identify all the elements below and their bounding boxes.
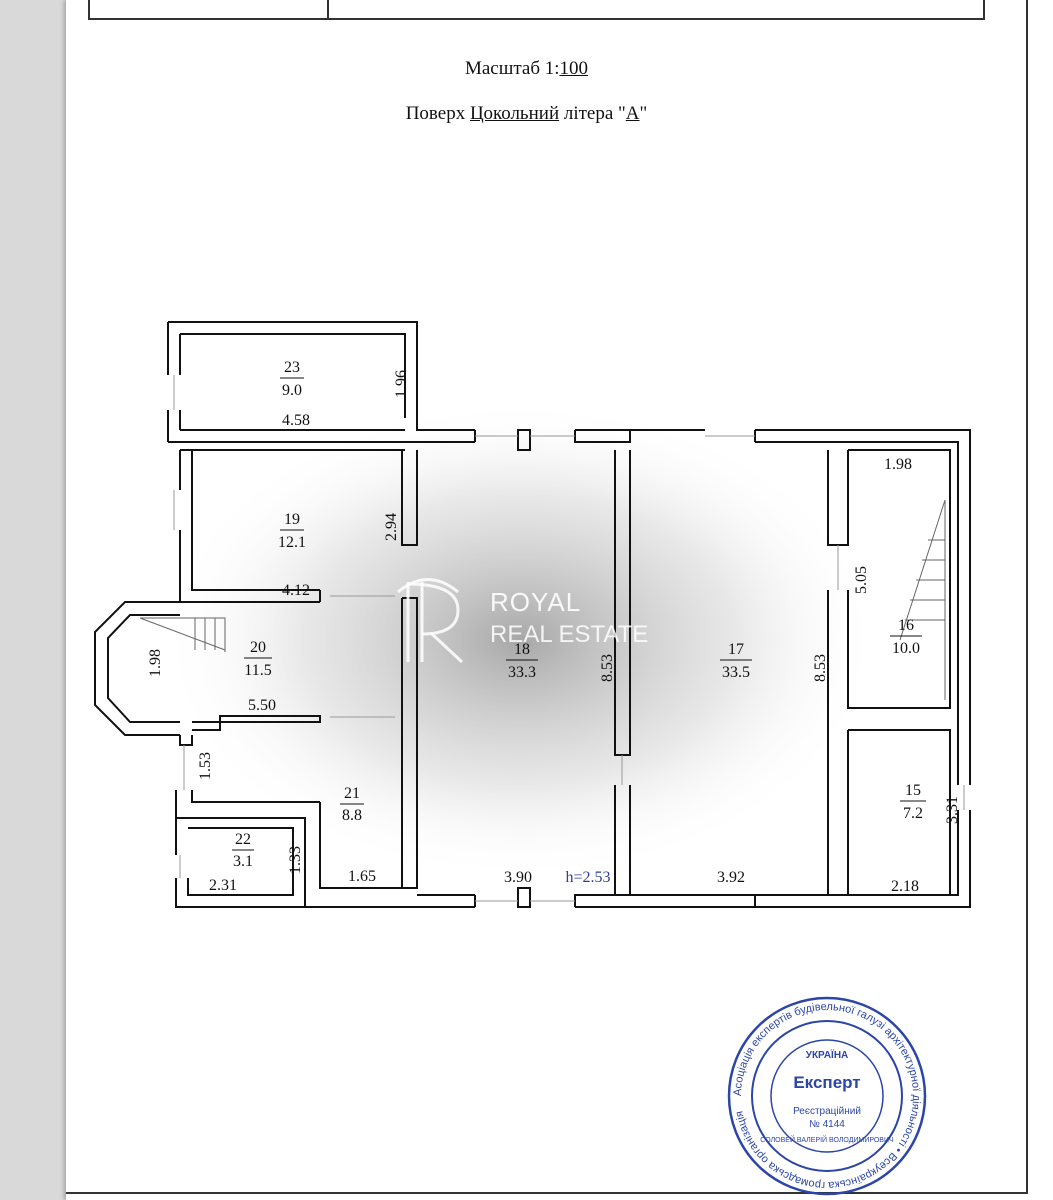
letter-suffix: " [639, 103, 648, 124]
dim-2-31: 2.31 [209, 877, 237, 894]
room-number: 16 [898, 617, 914, 634]
room-area: 8.8 [342, 807, 362, 824]
header-table [88, 0, 985, 20]
watermark-shading [160, 400, 880, 880]
dim-1-33: 1.33 [287, 846, 304, 874]
dim-2-94: 2.94 [383, 513, 400, 541]
room-area: 10.0 [892, 640, 920, 657]
room-20: 20 11.5 [244, 639, 272, 679]
stamp-title: Експерт [793, 1073, 860, 1092]
table-divider [327, 0, 329, 18]
room-area: 9.0 [282, 382, 302, 399]
dim-3-92: 3.92 [717, 869, 745, 886]
dim-5-50: 5.50 [248, 697, 276, 714]
room-area: 33.3 [508, 664, 536, 681]
room-number: 15 [905, 782, 921, 799]
room-number: 19 [284, 511, 300, 528]
stairs [139, 499, 946, 700]
room-area: 12.1 [278, 534, 306, 551]
room-22: 22 3.1 [232, 831, 254, 870]
room-number: 20 [250, 639, 266, 656]
dim-1-65: 1.65 [348, 868, 376, 885]
dim-5-05: 5.05 [853, 566, 870, 594]
dim-1-98-left: 1.98 [147, 649, 164, 677]
room-area: 3.1 [233, 853, 253, 870]
room-17: 17 33.5 [720, 641, 752, 681]
dim-4-12: 4.12 [282, 582, 310, 599]
height-label: h=2.53 [565, 869, 610, 886]
floor-title: Поверх Цокольний літера "А" [0, 103, 1053, 125]
scale-value: 100 [559, 58, 589, 79]
room-21: 21 8.8 [340, 785, 364, 824]
room-number: 18 [514, 641, 530, 658]
room-number: 17 [728, 641, 744, 658]
dim-3-90: 3.90 [504, 869, 532, 886]
floor-prefix: Поверх [405, 103, 470, 124]
dim-8-53-left: 8.53 [599, 654, 616, 682]
expert-stamp-icon: Асоціація експертів будівельної галузі а… [727, 996, 927, 1196]
letter-prefix: літера " [559, 103, 626, 124]
wall-lines [94, 321, 971, 908]
room-number: 23 [284, 359, 300, 376]
room-16: 16 10.0 [890, 617, 922, 657]
dim-2-18: 2.18 [891, 878, 919, 895]
stamp-country: УКРАЇНА [806, 1048, 849, 1061]
scale-title: Масштаб 1:100 [0, 58, 1053, 80]
stamp-reg-number: № 4144 [809, 1119, 845, 1130]
room-19: 19 12.1 [278, 511, 306, 551]
room-number: 21 [344, 785, 360, 802]
room-23: 23 9.0 [280, 359, 304, 399]
room-18: 18 33.3 [506, 641, 538, 681]
room-area: 7.2 [903, 805, 923, 822]
dim-1-96: 1.96 [393, 370, 410, 398]
openings [173, 375, 965, 902]
floor-name: Цокольний [469, 103, 560, 124]
dim-4-58: 4.58 [282, 412, 310, 429]
stamp-reg-label: Реєстраційний [793, 1106, 861, 1117]
room-15: 15 7.2 [900, 782, 926, 822]
page-border [1026, 0, 1028, 1192]
dim-1-98-right: 1.98 [884, 456, 912, 473]
room-area: 33.5 [722, 664, 750, 681]
bottom-border [66, 1192, 1028, 1194]
room-number: 22 [235, 831, 251, 848]
room-area: 11.5 [244, 662, 271, 679]
scale-label: Масштаб 1: [464, 58, 560, 79]
letter-value: А [625, 103, 640, 124]
dim-1-53: 1.53 [197, 752, 214, 780]
dim-3-31: 3.31 [944, 796, 961, 824]
stamp-ring-text: Асоціація експертів будівельної галузі а… [732, 1001, 922, 1191]
stamp-name: СОЛОВЕЙ ВАЛЕРІЙ ВОЛОДИМИРОВИЧ [760, 1135, 894, 1144]
dim-8-53-right: 8.53 [812, 654, 829, 682]
